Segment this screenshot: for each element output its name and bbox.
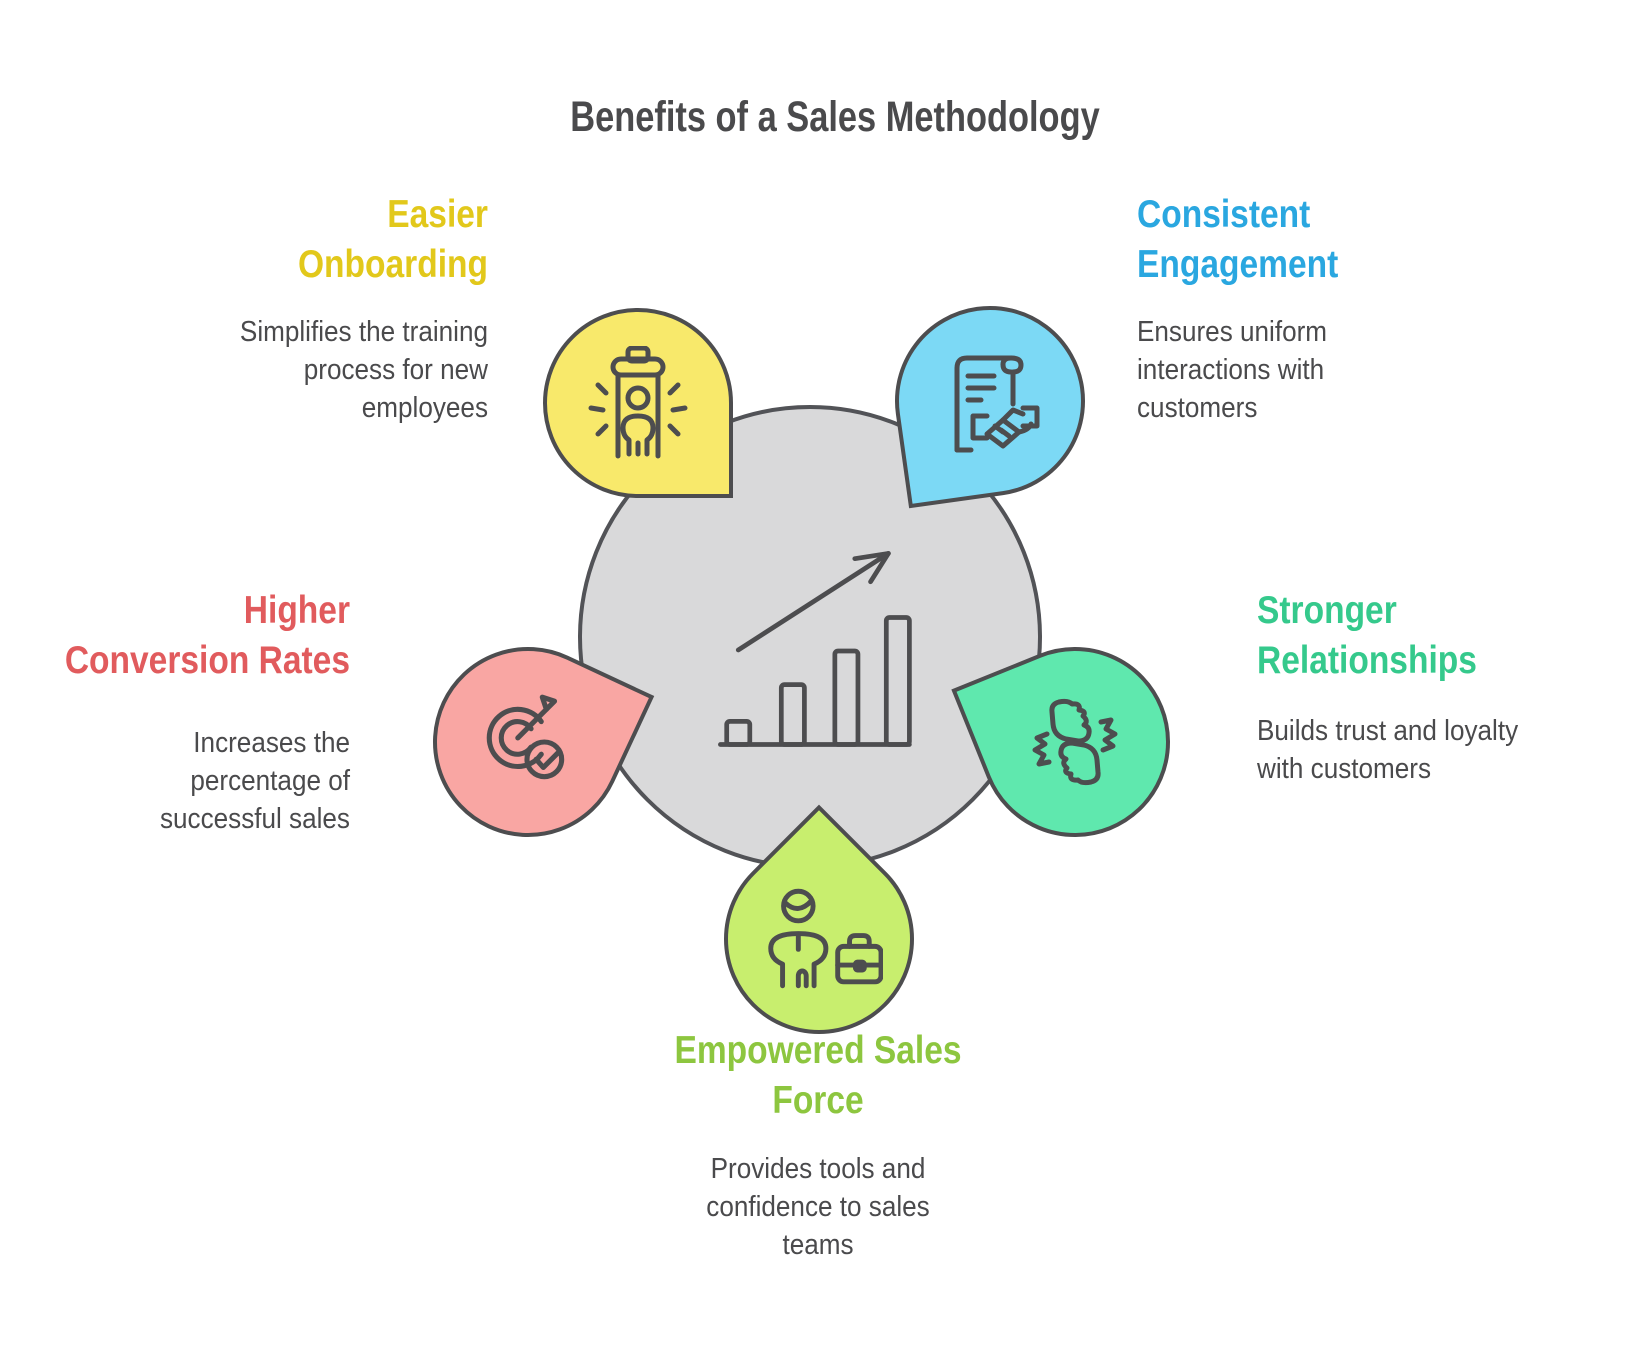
benefit-description-easier-onboarding: Simplifies the training process for new … <box>239 316 488 424</box>
employee-scanner-icon <box>547 312 729 494</box>
bubble-consistent-engagement <box>882 293 1098 509</box>
target-check-icon <box>437 651 619 833</box>
page-title: Benefits of a Sales Methodology <box>570 93 1100 141</box>
bubble-easier-onboarding <box>543 308 733 498</box>
bubble-stronger-relationships <box>951 618 1199 866</box>
benefit-title-consistent-engagement: Consistent Engagement <box>1137 193 1339 286</box>
benefit-description-empowered-sales-force: Provides tools and confidence to sales t… <box>706 1153 930 1261</box>
fist-bump-icon <box>984 651 1166 833</box>
benefit-title-stronger-relationships: Stronger Relationships <box>1257 589 1477 682</box>
benefit-title-higher-conversion-rates: Higher Conversion Rates <box>64 589 350 682</box>
bubble-empowered-sales-force <box>684 804 954 1074</box>
benefit-description-higher-conversion-rates: Increases the percentage of successful s… <box>159 727 350 835</box>
salesperson-briefcase-icon <box>728 848 910 1030</box>
benefit-description-consistent-engagement: Ensures uniform interactions with custom… <box>1137 316 1328 424</box>
bubble-higher-conversion-rates <box>401 615 655 869</box>
benefit-description-stronger-relationships: Builds trust and loyalty with customers <box>1257 715 1519 785</box>
contract-handshake-icon <box>899 310 1081 492</box>
benefit-title-easier-onboarding: Easier Onboarding <box>297 193 488 286</box>
benefit-title-empowered-sales-force: Empowered Sales Force <box>674 1029 962 1122</box>
rising-bar-chart-icon <box>712 545 922 755</box>
